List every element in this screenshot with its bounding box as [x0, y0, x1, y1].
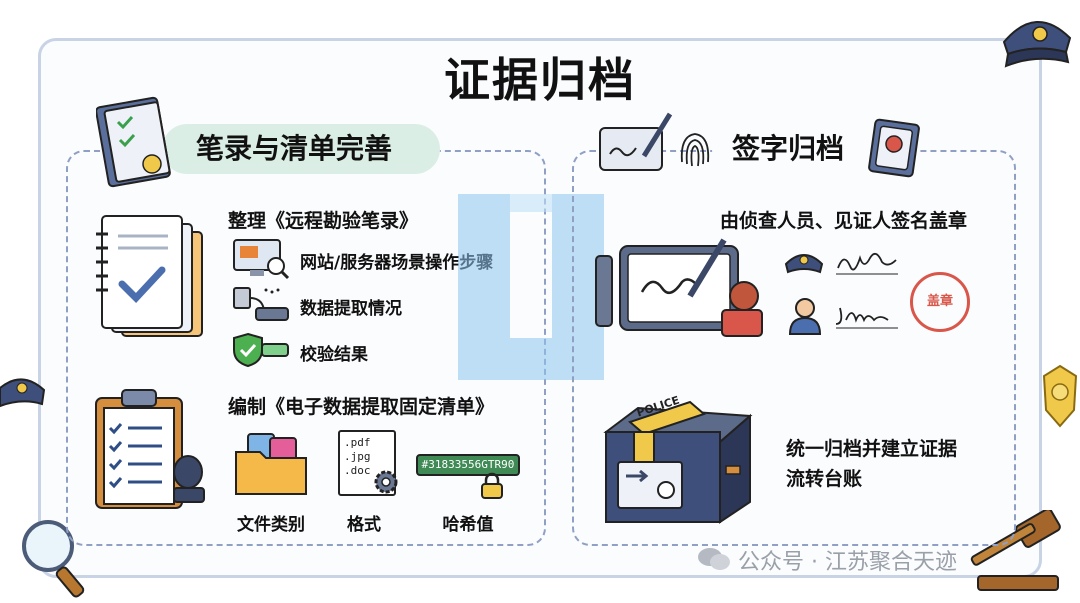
shield-check-icon: [233, 332, 289, 368]
item-data-extraction: 数据提取情况: [300, 299, 402, 319]
page-title: 证据归档: [444, 53, 636, 107]
file-format-icon: .pdf .jpg .doc: [338, 430, 396, 496]
officer-signature-icon: [836, 252, 898, 275]
format-doc: .doc: [344, 464, 371, 477]
magnifier-icon: [22, 520, 85, 598]
lock-icon: [481, 472, 503, 499]
heading-inspection-record: 整理《远程勘验笔录》: [228, 210, 419, 232]
caption-file-type: 文件类别: [237, 515, 305, 535]
usb-drive-icon: [233, 287, 289, 321]
signature-pad-icon: [599, 112, 673, 171]
gavel-icon: [970, 510, 1061, 591]
watermark-logo: [458, 194, 604, 380]
folder-files-icon: [235, 433, 307, 495]
police-cap-icon: [1002, 21, 1072, 68]
officer-avatar-icon: [784, 254, 824, 274]
caption-format: 格式: [347, 515, 381, 535]
section-label-left: 笔录与清单完善: [162, 124, 440, 174]
clipboard-stamp-icon: [95, 389, 205, 509]
footer-account: 公众号 · 江苏聚合天迹: [738, 550, 957, 575]
red-seal-stamp: 盖章: [910, 272, 970, 332]
police-cap-icon: [0, 378, 46, 408]
format-jpg: .jpg: [344, 450, 371, 463]
caption-hash: 哈希值: [442, 515, 494, 535]
police-badge-icon: [1042, 364, 1078, 428]
archive-line-1: 统一归档并建立证据: [786, 438, 958, 460]
person-avatar-icon: [788, 298, 822, 335]
wechat-icon: [698, 548, 730, 570]
item-verification-result: 校验结果: [300, 345, 368, 365]
format-pdf: .pdf: [344, 436, 371, 449]
tablet-signing-icon: [595, 238, 763, 337]
heading-extraction-list: 编制《电子数据提取固定清单》: [228, 396, 495, 418]
checklist-notebook-icon: [96, 96, 171, 188]
section-label-right: 签字归档: [712, 124, 882, 174]
hash-value-badge: #31833556GTR90: [416, 454, 520, 476]
document-check-icon: [96, 215, 203, 337]
police-evidence-box-icon: [603, 400, 753, 524]
monitor-search-icon: [233, 239, 290, 280]
id-card-icon: [868, 118, 920, 178]
fingerprint-icon: [680, 133, 710, 167]
archive-line-2: 流转台账: [786, 468, 863, 490]
witness-signature-icon: [835, 307, 898, 329]
seal-text: 盖章: [926, 294, 953, 309]
heading-sign-and-seal: 由侦查人员、见证人签名盖章: [720, 210, 968, 232]
item-operation-steps: 网站/服务器场景操作步骤: [300, 253, 494, 273]
hash-value-text: #31833556GTR90: [421, 458, 515, 471]
archive-description: 统一归档并建立证据 流转台账: [786, 434, 957, 494]
gear-icon: [374, 470, 398, 494]
